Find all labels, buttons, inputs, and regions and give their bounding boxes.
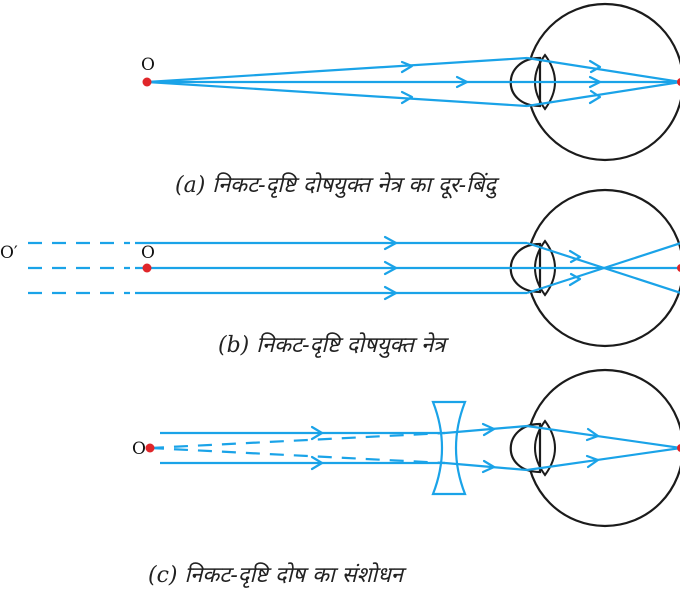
- caption-b: (b) निकट-दृष्टि दोषयुक्त नेत्र: [218, 332, 449, 358]
- image-point-b: [677, 264, 680, 272]
- arrow-icon: [400, 90, 414, 105]
- arrow-icon: [588, 89, 602, 105]
- rays-c: [149, 422, 680, 474]
- image-point-c: [677, 444, 680, 452]
- point-label-o-a: O: [141, 55, 155, 75]
- arrow-icon: [383, 235, 398, 251]
- caption-a: (a) निकट-दृष्टि दोषयुक्त नेत्र का दूर-बि…: [175, 172, 500, 199]
- arrow-icon: [588, 75, 602, 89]
- arrow-icon: [310, 455, 324, 471]
- object-point-b: [142, 263, 152, 273]
- arrow-icon: [481, 459, 496, 474]
- arrow-icon: [585, 454, 600, 469]
- arrow-icon: [585, 427, 600, 442]
- far-point-label-b: O′: [0, 243, 18, 263]
- eyeball-c: [509, 368, 680, 528]
- point-label-o-b: O: [141, 243, 155, 263]
- object-point-a: [142, 77, 152, 87]
- caption-c: (c) निकट-दृष्टि दोष का संशोधन: [148, 562, 407, 588]
- arrow-icon: [568, 249, 582, 264]
- rays-b: [135, 235, 680, 301]
- arrow-icon: [455, 75, 469, 89]
- eye-lens-a: [534, 53, 556, 111]
- rays-a: [146, 56, 680, 108]
- point-label-o-c: O: [132, 439, 146, 459]
- concave-lens: [431, 400, 467, 496]
- arrow-icon: [568, 272, 582, 287]
- eye-lens-b: [534, 239, 556, 297]
- eye-lens-c: [534, 419, 556, 477]
- panel-a: O (a) निकट-दृष्टि दोषयुक्त नेत्र का दूर-…: [141, 2, 680, 199]
- arrow-icon: [383, 285, 398, 301]
- panel-b: O O′ (b) निकट-दृष्टि दोषयुक्त नेत्र: [0, 188, 680, 358]
- arrow-icon: [588, 59, 602, 74]
- arrow-icon: [310, 425, 324, 441]
- arrow-icon: [481, 422, 496, 437]
- image-point-a: [677, 78, 680, 86]
- arrow-icon: [383, 260, 398, 276]
- object-point-c: [145, 443, 155, 453]
- panel-c: O (c) निकट-दृष्टि दोष का संशोधन: [132, 368, 680, 588]
- arrow-icon: [400, 60, 414, 74]
